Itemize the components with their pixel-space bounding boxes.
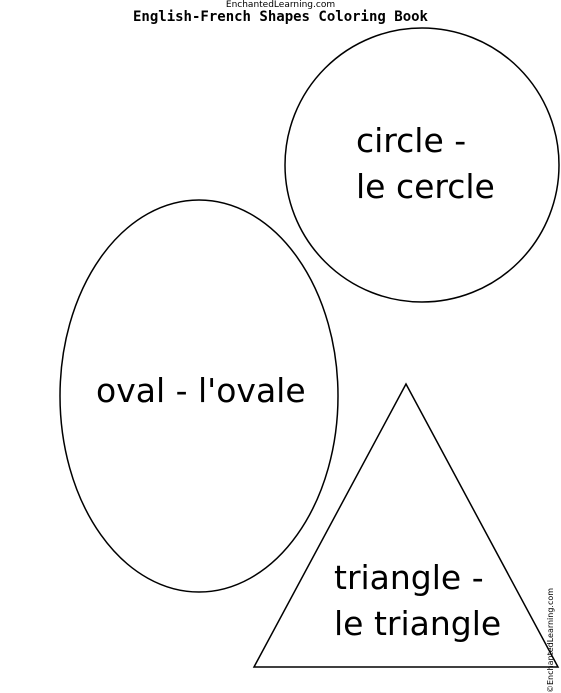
circle-label: circle - le cercle	[356, 118, 495, 210]
triangle-label-french: le triangle	[334, 604, 502, 643]
circle-label-french: le cercle	[356, 167, 495, 206]
triangle-label-english: triangle -	[334, 558, 484, 597]
page-title: English-French Shapes Coloring Book	[132, 9, 428, 25]
site-credit: EnchantedLearning.com	[225, 0, 336, 10]
side-credit: ©EnchantedLearning.com	[546, 587, 555, 693]
circle-shape	[284, 27, 560, 303]
oval-label-text: oval - l'ovale	[96, 371, 306, 410]
oval-shape	[59, 199, 339, 593]
oval-label: oval - l'ovale	[96, 368, 306, 414]
triangle-label: triangle - le triangle	[334, 555, 501, 647]
shapes-canvas	[59, 27, 560, 668]
triangle-shape	[252, 382, 560, 668]
circle-label-english: circle -	[356, 121, 467, 160]
